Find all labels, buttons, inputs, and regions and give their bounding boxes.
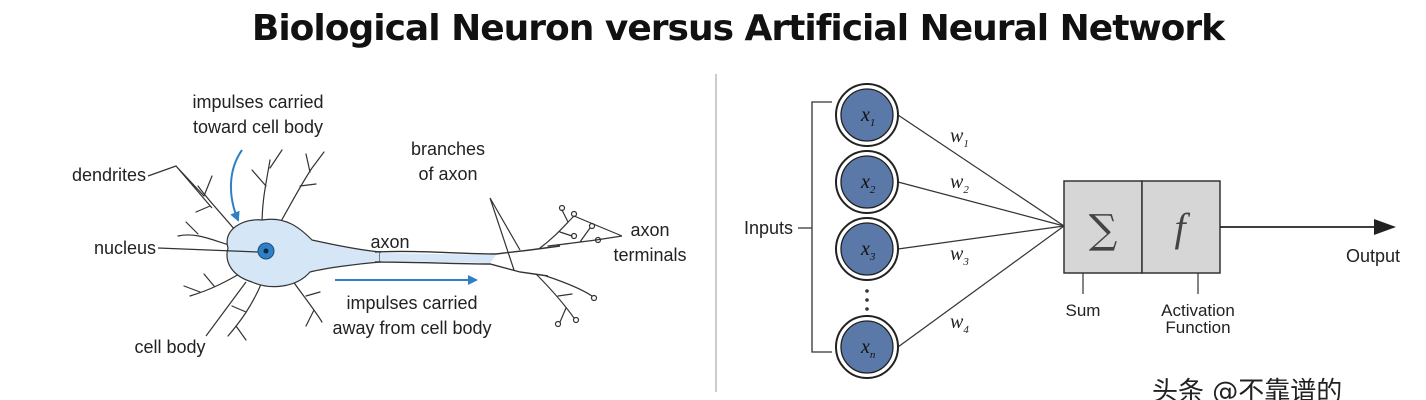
input-node-subscript: 1 [870, 117, 876, 129]
svg-text:w3: w3 [950, 243, 969, 268]
impulses-away-label-line2: away from cell body [332, 318, 491, 338]
input-node: x3 [835, 217, 899, 281]
input-node: x1 [835, 83, 899, 147]
sum-box [1063, 180, 1143, 274]
weight-subscript: 1 [963, 138, 969, 150]
activation-box [1141, 180, 1221, 274]
input-node-subscript: n [870, 349, 876, 361]
weight-label: w [950, 243, 964, 265]
input-node-subscript: 2 [870, 184, 876, 196]
svg-text:w2: w2 [950, 171, 969, 196]
watermark: 头条 @不靠谱的 [1152, 377, 1342, 400]
nucleus-label: nucleus [94, 238, 156, 258]
svg-text:w4: w4 [950, 311, 969, 336]
svg-text:x3: x3 [860, 238, 876, 263]
input-node: xn [835, 315, 899, 379]
weight-label: w [950, 171, 964, 193]
branches-label-line2: of axon [418, 164, 477, 184]
axon-terminals-label-line1: axon [630, 220, 669, 240]
impulses-away-label-line1: impulses carried [346, 293, 477, 313]
impulses-toward-label-line2: toward cell body [193, 117, 323, 137]
input-node-subscript: 3 [869, 251, 876, 263]
cell-body-label: cell body [134, 337, 205, 357]
svg-text:w1: w1 [950, 125, 969, 150]
input-node-label: x [860, 238, 870, 260]
dendrites-label: dendrites [72, 165, 146, 185]
activation-label-line2: Function [1165, 318, 1230, 337]
weight-subscript: 3 [962, 256, 969, 268]
output-label: Output [1346, 246, 1400, 266]
dendrite [227, 281, 263, 341]
sum-symbol: ∑ [1089, 207, 1118, 253]
cell-body [226, 218, 381, 288]
weight-subscript: 2 [963, 184, 969, 196]
ellipsis-dots [865, 289, 869, 311]
axon-terminals-label-line2: terminals [613, 245, 686, 265]
impulses-toward-label-line1: impulses carried [192, 92, 323, 112]
inputs-bracket [798, 101, 832, 353]
input-node: x2 [835, 150, 899, 214]
svg-text:x2: x2 [860, 171, 876, 196]
page-title: Biological Neuron versus Artificial Neur… [251, 8, 1225, 49]
weight-subscript: 4 [963, 324, 969, 336]
weight-label: w [950, 125, 964, 147]
branches-label-line1: branches [411, 139, 485, 159]
inputs-label: Inputs [744, 218, 793, 238]
input-node-label: x [860, 171, 870, 193]
dendrite [177, 221, 233, 247]
svg-text:x1: x1 [860, 104, 875, 129]
input-node-label: x [860, 336, 870, 358]
weight-label: w [950, 311, 964, 333]
activation-label-line1: Activation [1161, 301, 1235, 320]
svg-text:xn: xn [860, 336, 876, 361]
impulse-toward-arrow [229, 149, 243, 222]
dendrite [275, 151, 325, 231]
weight-lines [897, 114, 1065, 348]
nucleus-center [263, 248, 269, 254]
dendrite [251, 149, 283, 227]
neuron-leader-lines [147, 165, 623, 337]
input-node-label: x [860, 104, 870, 126]
axon-label: axon [370, 232, 409, 252]
sum-label: Sum [1066, 301, 1101, 320]
axon [374, 245, 561, 277]
